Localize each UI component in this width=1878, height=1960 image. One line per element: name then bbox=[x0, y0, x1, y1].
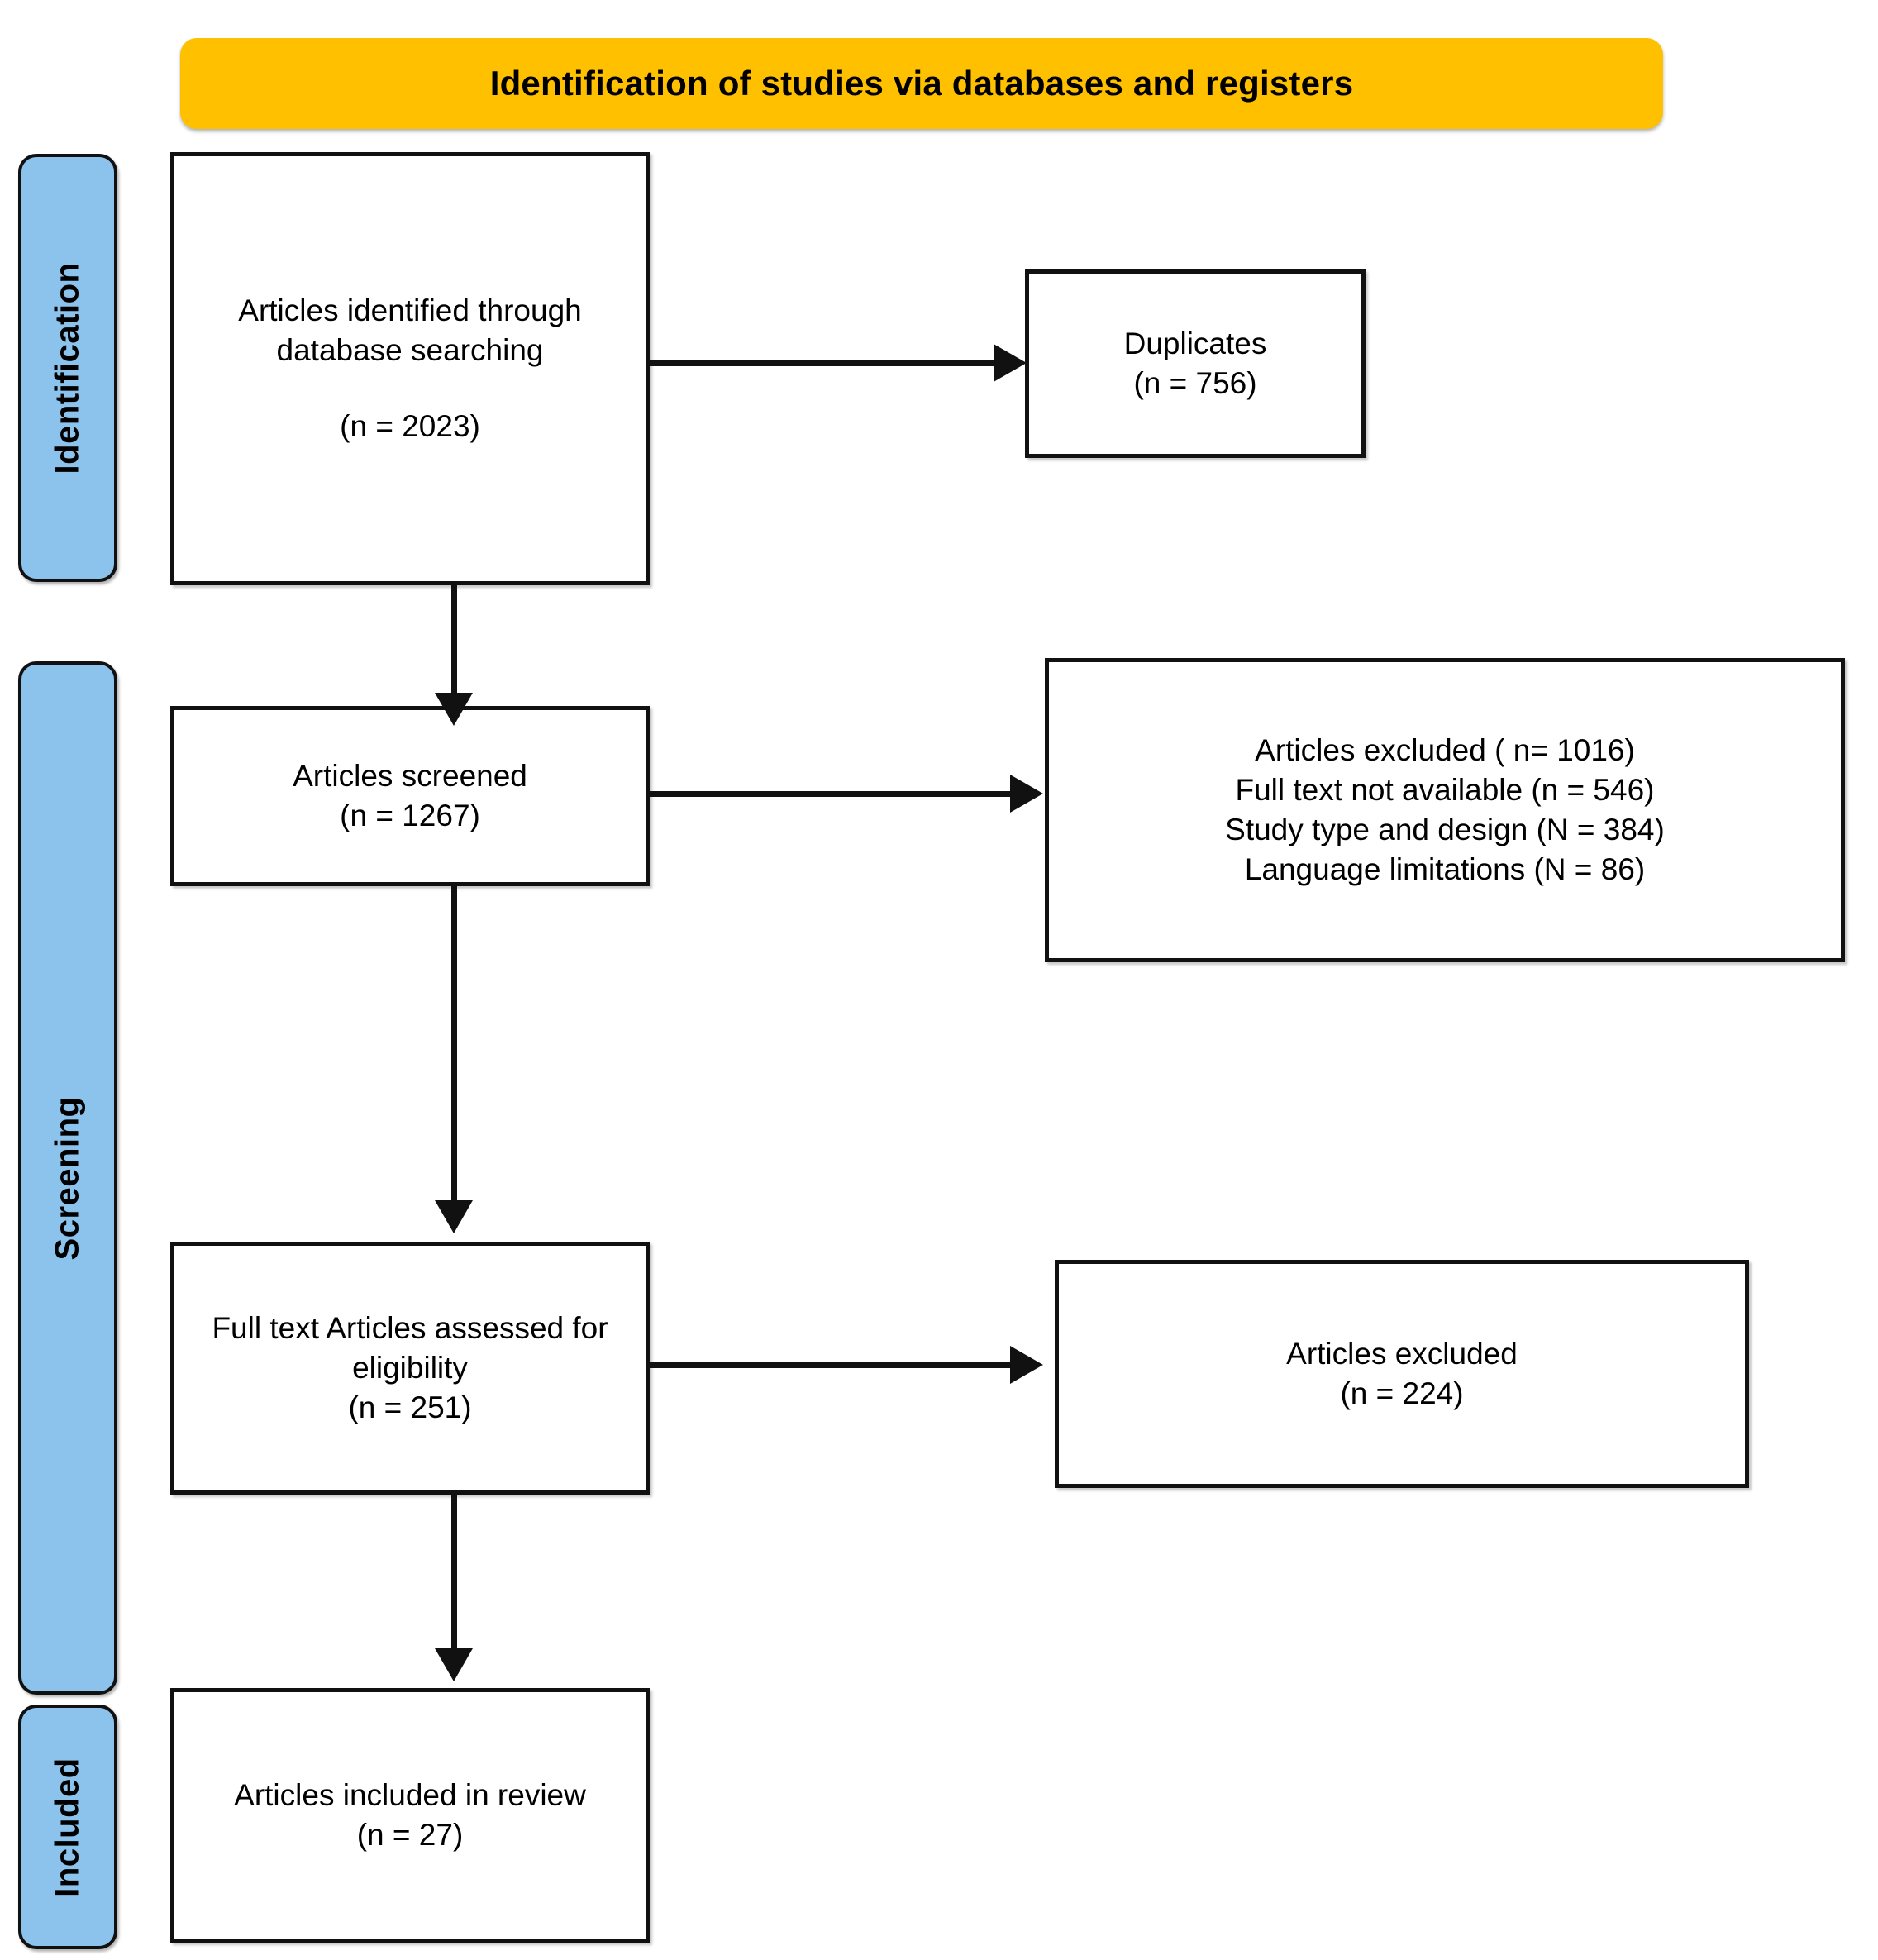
connector-identified-to-screened-line bbox=[451, 585, 457, 701]
box-articles-excluded-fulltext: Articles excluded (n = 224) bbox=[1055, 1260, 1749, 1488]
stage-label-included: Included bbox=[18, 1705, 117, 1949]
connector-identified-to-duplicates-line bbox=[650, 360, 997, 366]
connector-fulltext-to-excluded-line bbox=[650, 1362, 1013, 1368]
box-duplicates-count: (n = 756) bbox=[1133, 366, 1257, 400]
diagram-title: Identification of studies via databases … bbox=[489, 64, 1354, 103]
box-fulltext-assessed: Full text Articles assessed for eligibil… bbox=[170, 1242, 650, 1495]
connector-screened-to-excluded-arrowhead-icon bbox=[1010, 775, 1043, 813]
connector-identified-to-duplicates-arrowhead-icon bbox=[994, 344, 1027, 382]
box-articles-screened-count: (n = 1267) bbox=[340, 799, 480, 832]
box-fulltext-assessed-line2: eligibility bbox=[352, 1350, 468, 1385]
box-articles-identified: Articles identified through database sea… bbox=[170, 152, 650, 585]
box-articles-included-line1: Articles included in review bbox=[234, 1777, 586, 1812]
box-articles-excluded-screening-line3: Study type and design (N = 384) bbox=[1225, 813, 1665, 846]
connector-fulltext-to-included-arrowhead-icon bbox=[435, 1648, 473, 1681]
connector-fulltext-to-included-line bbox=[451, 1495, 457, 1657]
box-articles-excluded-screening-line1: Articles excluded ( n= 1016) bbox=[1255, 732, 1635, 767]
box-duplicates: Duplicates (n = 756) bbox=[1025, 269, 1366, 458]
box-articles-excluded-fulltext-count: (n = 224) bbox=[1340, 1376, 1464, 1410]
box-articles-included-count: (n = 27) bbox=[356, 1818, 464, 1852]
box-articles-excluded-fulltext-line1: Articles excluded bbox=[1286, 1336, 1518, 1371]
box-articles-excluded-screening-line2: Full text not available (n = 546) bbox=[1235, 772, 1655, 807]
box-articles-identified-line2: database searching bbox=[276, 332, 544, 367]
stage-label-identification-text: Identification bbox=[49, 262, 86, 474]
connector-identified-to-screened-arrowhead-icon bbox=[435, 693, 473, 726]
box-articles-identified-line1: Articles identified through bbox=[238, 293, 582, 327]
connector-fulltext-to-excluded-arrowhead-icon bbox=[1010, 1346, 1043, 1384]
diagram-title-banner: Identification of studies via databases … bbox=[180, 38, 1663, 129]
stage-label-screening-text: Screening bbox=[49, 1096, 86, 1260]
stage-label-screening: Screening bbox=[18, 661, 117, 1695]
box-articles-excluded-screening-line4: Language limitations (N = 86) bbox=[1244, 852, 1646, 887]
box-duplicates-line1: Duplicates bbox=[1123, 326, 1267, 360]
box-articles-screened: Articles screened (n = 1267) bbox=[170, 706, 650, 886]
box-fulltext-assessed-line1: Full text Articles assessed for bbox=[212, 1310, 608, 1345]
stage-label-identification: Identification bbox=[18, 154, 117, 582]
connector-screened-to-excluded-line bbox=[650, 791, 1013, 797]
box-articles-included: Articles included in review (n = 27) bbox=[170, 1688, 650, 1943]
box-articles-excluded-screening: Articles excluded ( n= 1016) Full text n… bbox=[1045, 658, 1845, 962]
box-articles-screened-line1: Articles screened bbox=[293, 758, 527, 793]
box-fulltext-assessed-count: (n = 251) bbox=[348, 1390, 472, 1425]
connector-screened-to-fulltext-arrowhead-icon bbox=[435, 1200, 473, 1233]
stage-label-included-text: Included bbox=[49, 1757, 86, 1897]
connector-screened-to-fulltext-line bbox=[451, 886, 457, 1209]
box-articles-identified-count: (n = 2023) bbox=[340, 409, 480, 444]
